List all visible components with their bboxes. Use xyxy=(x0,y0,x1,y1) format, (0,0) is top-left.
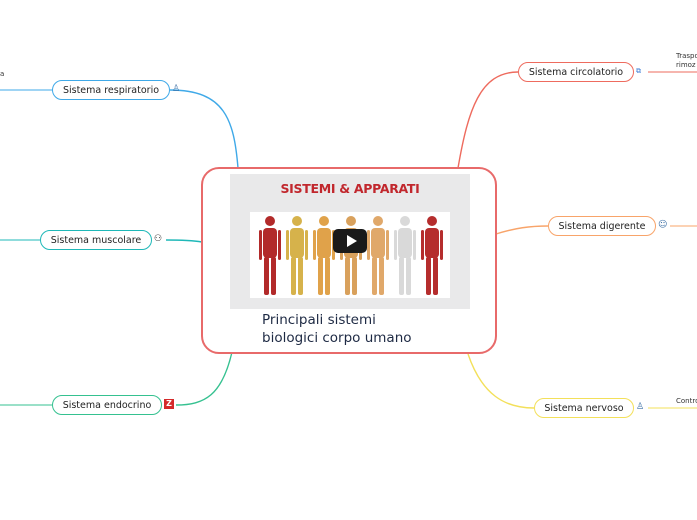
connector-muscolare xyxy=(165,239,203,243)
node-sistema-circolatorio[interactable]: Sistema circolatorio xyxy=(518,62,634,82)
node-label: Sistema digerente xyxy=(558,220,646,232)
node-sistema-digerente[interactable]: Sistema digerente xyxy=(548,216,656,236)
connector-nervoso xyxy=(467,353,535,409)
connector-circolatorio xyxy=(457,71,519,169)
node-label: Sistema respiratorio xyxy=(62,84,160,96)
node-label: Sistema muscolare xyxy=(50,234,142,246)
dna-icon: ⧉ xyxy=(636,67,641,75)
central-topic[interactable]: SISTEMI & APPARATI Principali sistemi bi… xyxy=(201,167,497,354)
face-icon: ☺ xyxy=(658,220,668,230)
video-title-text: SISTEMI & APPARATI xyxy=(280,181,420,196)
human-figures-illustration xyxy=(250,212,450,298)
human-figure xyxy=(259,216,281,295)
node-sistema-endocrino[interactable]: Sistema endocrino xyxy=(52,395,162,415)
video-thumbnail[interactable]: SISTEMI & APPARATI xyxy=(230,174,470,309)
person-outline-icon: ♙ xyxy=(172,84,181,94)
human-figure xyxy=(421,216,443,295)
connector-endocrino xyxy=(175,351,233,406)
central-topic-title: Principali sistemi biologici corpo umano xyxy=(262,312,412,346)
note-circolatorio: Traspo rimoz xyxy=(676,52,697,69)
node-sistema-muscolare[interactable]: Sistema muscolare xyxy=(40,230,152,250)
red-z-icon: Z xyxy=(164,399,174,409)
node-sistema-respiratorio[interactable]: Sistema respiratorio xyxy=(52,80,170,100)
node-label: Sistema circolatorio xyxy=(528,66,624,78)
human-figure xyxy=(367,216,389,295)
node-sistema-nervoso[interactable]: Sistema nervoso xyxy=(534,398,634,418)
weight-lifter-icon: ⚇ xyxy=(154,234,163,244)
node-label: Sistema nervoso xyxy=(544,402,624,414)
person-outline-icon: ♙ xyxy=(636,402,645,412)
play-button[interactable] xyxy=(333,229,367,253)
connector-respiratorio xyxy=(169,89,239,169)
note-nervoso: Contro xyxy=(676,397,697,405)
node-label: Sistema endocrino xyxy=(62,399,152,411)
connector-digerente xyxy=(495,225,549,235)
note-respiratorio: a xyxy=(0,70,5,78)
human-figure xyxy=(394,216,416,295)
human-figure xyxy=(313,216,335,295)
human-figure xyxy=(286,216,308,295)
